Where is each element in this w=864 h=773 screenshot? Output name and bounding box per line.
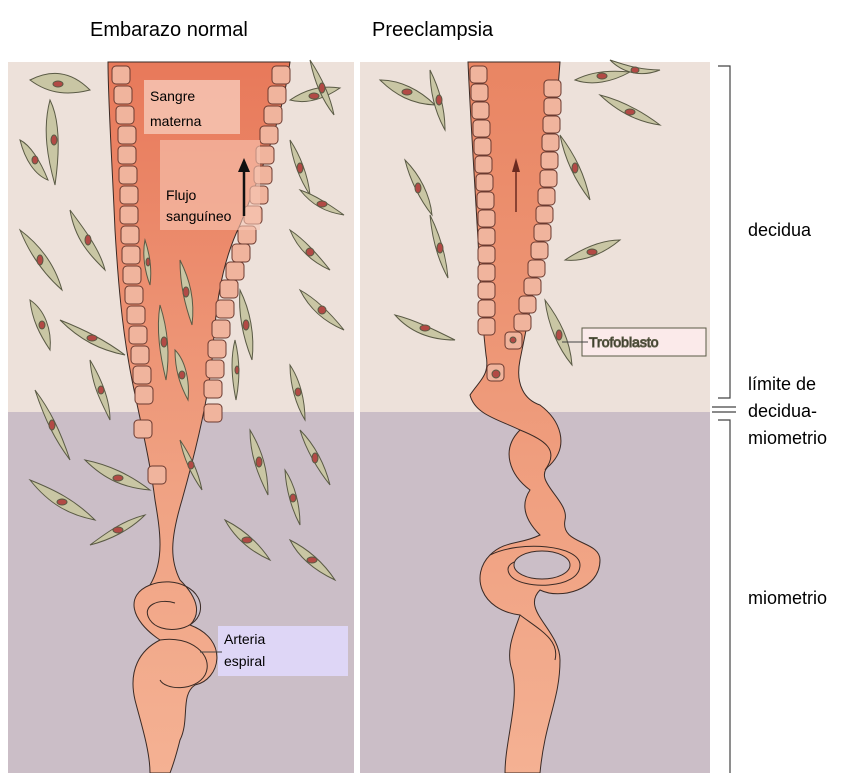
arteria-label-2: espiral bbox=[224, 653, 265, 669]
artery-loop-hole bbox=[514, 551, 570, 579]
sangre-materna-label-2: materna bbox=[150, 113, 202, 129]
layer-label-limite-1: límite de bbox=[748, 374, 816, 394]
title-normal: Embarazo normal bbox=[90, 19, 248, 41]
boundary-marker bbox=[712, 407, 736, 412]
layer-label-limite-2: decidua- bbox=[748, 401, 817, 421]
panel-divider bbox=[354, 62, 360, 773]
layer-brackets bbox=[712, 66, 736, 773]
layer-label-decidua: decidua bbox=[748, 220, 812, 240]
flujo-label-1: Flujo bbox=[166, 187, 197, 203]
layer-label-miometrio: miometrio bbox=[748, 588, 827, 608]
title-preeclampsia: Preeclampsia bbox=[372, 19, 494, 41]
decidua-bracket bbox=[718, 66, 730, 398]
sangre-materna-label-1: Sangre bbox=[150, 88, 195, 104]
layer-label-limite-3: miometrio bbox=[748, 428, 827, 448]
trofoblasto-label: Trofoblasto bbox=[589, 334, 659, 350]
miometrio-bracket bbox=[718, 420, 730, 773]
flujo-label-2: sanguíneo bbox=[166, 208, 232, 224]
arteria-label-1: Arteria bbox=[224, 631, 265, 647]
